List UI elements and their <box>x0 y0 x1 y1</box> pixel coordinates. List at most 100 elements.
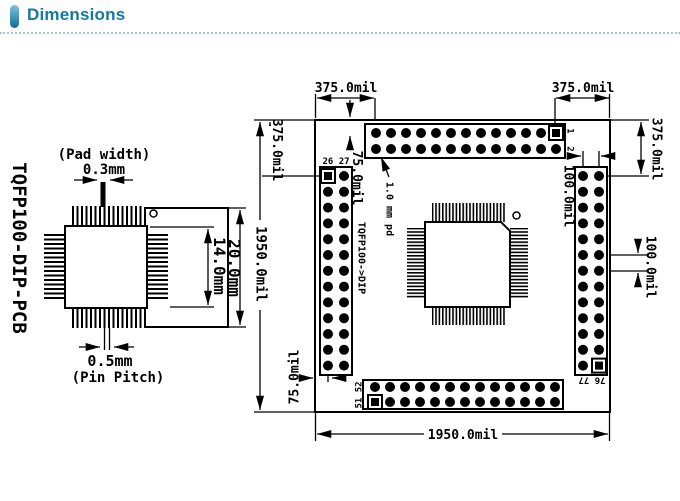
hole-pad <box>339 234 349 245</box>
hole-pad <box>521 144 531 154</box>
hole-pad <box>578 202 588 213</box>
hole-pad <box>578 250 588 260</box>
pin-label-2: 2 <box>565 146 575 151</box>
dim-col-pitch: 100.0mil <box>561 165 576 228</box>
hole-pad <box>401 144 411 154</box>
hole-pad <box>323 218 333 229</box>
hole-pad <box>400 382 410 392</box>
chip-pin1-marker <box>512 211 521 220</box>
section-header: Dimensions <box>0 0 680 34</box>
hole-pad <box>446 144 456 154</box>
hole-pad <box>371 144 381 154</box>
dim-row-pitch: 100.0mil <box>643 236 658 299</box>
hole-pad <box>505 382 515 392</box>
hole-pad <box>594 265 604 276</box>
hole-pad <box>594 250 604 260</box>
hole-pad <box>505 397 515 407</box>
pcb-layout-drawing: 375.0mil 375.0mil 75.0mil 375.0mil 1950.… <box>252 81 664 443</box>
hole-pad <box>339 186 349 197</box>
hole-pad <box>490 397 500 407</box>
hole-pad <box>386 144 396 154</box>
hole-pad <box>323 250 333 260</box>
chip-pins-bottom <box>70 308 142 328</box>
hole-pad <box>430 397 440 407</box>
section-bullet-icon <box>10 5 19 28</box>
hole-pad <box>490 382 500 392</box>
hole-pad <box>594 297 604 308</box>
pin-label-1: 1 <box>565 128 575 133</box>
hole-pad <box>491 128 501 138</box>
hole-pad <box>475 397 485 407</box>
hole-pad <box>323 329 333 339</box>
hole-pad <box>578 265 588 276</box>
hole-pad <box>323 297 333 308</box>
hole-pad <box>578 281 588 292</box>
hole-pad <box>339 329 349 339</box>
inner-size-label: 14.0mm <box>210 237 229 295</box>
hole-pad <box>431 144 441 154</box>
hole-pad <box>446 128 456 138</box>
hole-pad <box>339 313 349 324</box>
dip-hole-connectors <box>319 123 608 410</box>
part-name-vertical: TQFP100-DIP-PCB <box>8 162 30 334</box>
hole-pad <box>550 382 560 392</box>
hole-pad <box>323 186 333 197</box>
hole-pad <box>371 128 381 138</box>
pin-label-51-52: 51 52 <box>355 381 365 408</box>
chip-pins-left <box>44 233 65 299</box>
hole-pad <box>415 382 425 392</box>
hole-pad <box>339 344 349 355</box>
hole-pad <box>431 128 441 138</box>
dim-edge-gap-top: 75.0mil <box>349 151 364 206</box>
hole-pad <box>323 234 333 245</box>
hole-pad <box>323 344 333 355</box>
hole-pad <box>385 382 395 392</box>
page-title: Dimensions <box>27 5 126 24</box>
pad-width-caption: (Pad width) <box>58 147 151 163</box>
connector-left <box>319 166 353 376</box>
hole-pad <box>339 360 349 371</box>
hole-pad <box>578 329 588 339</box>
hole-pad <box>594 234 604 245</box>
hole-pad <box>578 313 588 324</box>
hole-pad <box>416 144 426 154</box>
hole-pad <box>460 397 470 407</box>
hole-pad <box>594 313 604 324</box>
hole-pad <box>461 144 471 154</box>
hole-pad <box>520 397 530 407</box>
hole-pad <box>323 265 333 276</box>
outer-size-label: 20.0mm <box>225 239 244 297</box>
hole-pad <box>323 313 333 324</box>
hole-pad <box>445 382 455 392</box>
hole-pad <box>460 382 470 392</box>
dim-left-total: 1950.0mil <box>253 226 269 302</box>
adapter-note: TQFP100->DIP <box>356 222 367 294</box>
hole-pad <box>594 281 604 292</box>
chip-pins-right <box>147 233 168 299</box>
hole-pad <box>594 171 604 181</box>
hole-pad <box>578 186 588 197</box>
hole-pad <box>578 344 588 355</box>
center-chip-footprint <box>407 203 528 325</box>
hole-pad <box>339 250 349 260</box>
hole-pad <box>370 382 380 392</box>
pin-label-26-27: 26 27 <box>322 157 349 167</box>
hole-pad <box>475 382 485 392</box>
hole-pad <box>430 382 440 392</box>
connector-top <box>364 123 566 159</box>
hole-pad <box>415 397 425 407</box>
hole-pad <box>578 218 588 229</box>
hole-pad <box>594 329 604 339</box>
pin-pitch-caption: (Pin Pitch) <box>72 370 165 386</box>
hole-pad <box>339 171 349 181</box>
pin1-hole-marker <box>149 209 158 218</box>
hole-pad <box>520 382 530 392</box>
hole-pad <box>578 297 588 308</box>
hole-pad <box>578 234 588 245</box>
hole-pad <box>535 382 545 392</box>
hole-pad <box>535 397 545 407</box>
chip-body <box>64 225 148 309</box>
pad-width-value: 0.3mm <box>83 162 125 178</box>
dim-top-left: 375.0mil <box>315 81 378 96</box>
hole-pad <box>476 144 486 154</box>
